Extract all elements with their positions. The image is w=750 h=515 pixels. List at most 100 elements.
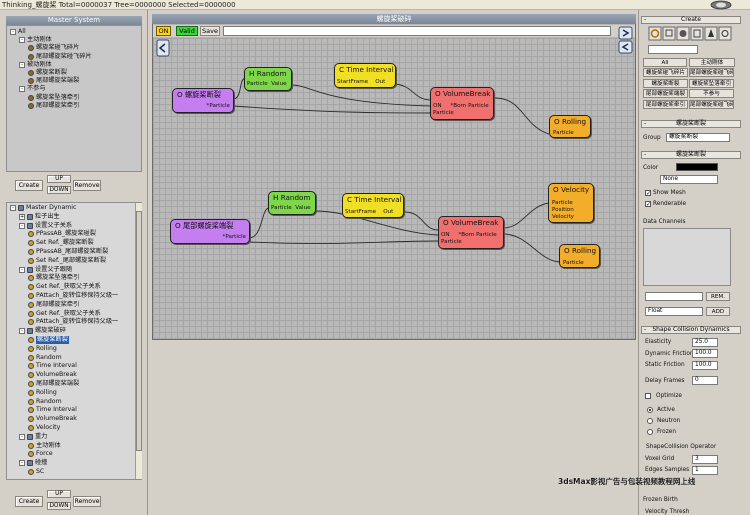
node-time-interval-2[interactable]: C Time Interval StartFrame Out — [342, 193, 404, 218]
elasticity-input[interactable]: 25.0 — [692, 338, 718, 347]
optimize-checkbox[interactable] — [645, 393, 651, 399]
renderable-checkbox[interactable]: ✓ — [645, 201, 652, 208]
static-friction-input[interactable]: 100.0 — [692, 361, 718, 370]
dynamic-remove-button[interactable]: Remove — [73, 496, 101, 507]
valid-button[interactable]: Valid — [176, 26, 198, 36]
collapse-icon[interactable]: - — [19, 433, 25, 440]
on-toggle-button[interactable]: ON — [156, 26, 171, 36]
create-rollout-header[interactable]: -Create — [641, 16, 741, 24]
channel-name-input[interactable] — [645, 292, 703, 301]
tree-item[interactable]: 螺旋桨断裂 — [28, 336, 69, 344]
shape-dynamics-header[interactable]: -Shape Collision Dynamics — [641, 326, 741, 334]
node-propeller-break[interactable]: O 螺旋桨断裂 *Particle — [172, 88, 234, 113]
collapse-icon[interactable]: - — [19, 460, 25, 467]
particle-list-button[interactable]: 不参与 — [689, 89, 734, 98]
create-type-dropdown[interactable] — [648, 45, 698, 54]
tree-item[interactable]: Force — [28, 450, 53, 458]
node-random-2[interactable]: H Random Particle Value — [268, 191, 316, 215]
node-rolling-2[interactable]: O Rolling Particle — [559, 244, 600, 268]
tree-item[interactable]: -不参与 — [19, 85, 46, 93]
node-tail-propeller-break[interactable]: O 尾部螺旋桨端裂 *Particle — [170, 219, 250, 244]
shape-dropdown[interactable]: None — [660, 175, 718, 184]
tree-item[interactable]: 尾部螺旋桨端裂 — [28, 380, 79, 388]
tree-item[interactable]: -螺旋桨破碎 — [19, 327, 66, 335]
remove-channel-button[interactable]: REM. — [706, 292, 730, 301]
tree-item[interactable]: 尾部螺旋桨牵引 — [28, 301, 79, 309]
node-rolling-1[interactable]: O Rolling Particle — [549, 115, 591, 138]
particle-list-button[interactable]: 螺旋桨坠落牵引 — [689, 78, 734, 88]
show-mesh-checkbox[interactable]: ✓ — [645, 190, 652, 197]
dynamic-down-button[interactable]: DOWN — [47, 502, 71, 510]
graph-nav-left-icon[interactable] — [156, 39, 170, 57]
tree-item[interactable]: 螺旋桨坠落牵引 — [28, 94, 79, 102]
tree-item[interactable]: 尾部螺旋桨牵引 — [28, 102, 79, 110]
group-dropdown[interactable]: 螺旋桨断裂 — [666, 133, 730, 142]
delay-frames-input[interactable]: 0 — [692, 376, 718, 385]
particle-list-button[interactable]: 尾部螺旋桨端裂 — [643, 89, 688, 98]
dynamic-up-button[interactable]: UP — [47, 490, 71, 498]
tree-item[interactable]: PAttach_旋转位移保持父级一 — [28, 292, 118, 300]
tree-item[interactable]: 尾部螺旋桨端裂 — [28, 77, 79, 85]
group-rollout-header[interactable]: -螺旋桨断裂 — [641, 120, 741, 128]
data-channels-list[interactable] — [643, 228, 731, 286]
tree-item[interactable]: -碰撞 — [19, 459, 47, 467]
tree-item[interactable]: VolumeBreak — [28, 415, 77, 423]
particle-list-button[interactable]: 螺旋桨断裂 — [643, 78, 688, 88]
save-button[interactable]: Save — [200, 26, 220, 36]
tree-item[interactable]: Random — [28, 398, 62, 406]
tree-item[interactable]: 主动刚体 — [28, 442, 61, 450]
frozen-radio[interactable] — [647, 429, 653, 435]
tree-item[interactable]: -重力 — [19, 433, 47, 441]
graph-path-field[interactable] — [223, 26, 611, 36]
tree-item[interactable]: -All — [10, 28, 26, 36]
collapse-icon[interactable]: - — [19, 86, 25, 93]
collapse-icon[interactable]: - — [19, 37, 25, 44]
particle-list-button[interactable]: 尾部螺旋桨碰飞碎片 — [689, 68, 734, 77]
tree-item[interactable]: Random — [28, 354, 62, 362]
dynamic-tree-scrollbar[interactable] — [135, 203, 142, 479]
tree-item[interactable]: Get Ref._获取父子关系 — [28, 283, 101, 291]
tree-item[interactable]: VolumeBreak — [28, 371, 77, 379]
tree-item[interactable]: Time Interval — [28, 406, 77, 414]
tab-all[interactable]: All — [643, 58, 687, 67]
collapse-icon[interactable]: - — [19, 266, 25, 273]
particle-list-button[interactable]: 尾部螺旋桨碰飞碎片 — [689, 99, 734, 109]
master-remove-button[interactable]: Remove — [73, 180, 101, 191]
active-radio[interactable] — [647, 407, 653, 413]
voxel-grid-input[interactable]: 3 — [692, 455, 718, 464]
tree-item[interactable]: Rolling — [28, 389, 57, 397]
node-velocity[interactable]: O Velocity Particle Position Velocity — [548, 183, 594, 223]
tree-item[interactable]: SC — [28, 468, 44, 476]
neutron-radio[interactable] — [647, 418, 653, 424]
tree-item[interactable]: PPassAB_螺旋桨碰裂 — [28, 230, 96, 238]
dynamic-create-button[interactable]: Create — [15, 496, 43, 507]
tree-item[interactable]: PPassAB_尾部螺旋桨断裂 — [28, 248, 108, 256]
collapse-icon[interactable]: - — [10, 29, 16, 35]
collapse-icon[interactable]: - — [10, 205, 16, 211]
tab-active-rigid[interactable]: 主动刚体 — [689, 58, 735, 67]
tree-item[interactable]: -主动刚体 — [19, 36, 52, 44]
tree-item[interactable]: Get Ref._获取父子关系 — [28, 310, 101, 318]
tree-item[interactable]: Rolling — [28, 345, 57, 353]
master-system-tree[interactable]: -All-主动刚体螺旋桨碰飞碎片尾部螺旋桨碰飞碎片-被动刚体螺旋桨断裂尾部螺旋桨… — [6, 25, 142, 172]
tree-item[interactable]: 螺旋桨断裂 — [28, 69, 67, 77]
node-random-1[interactable]: H Random Particle Value — [244, 67, 292, 91]
tree-item[interactable]: 螺旋桨坠落牵引 — [28, 274, 79, 282]
master-down-button[interactable]: DOWN — [47, 186, 71, 194]
tree-item[interactable]: Time Interval — [28, 362, 77, 370]
expand-icon[interactable]: + — [19, 213, 25, 220]
channel-type-dropdown[interactable]: Float — [645, 307, 703, 316]
master-create-button[interactable]: Create — [15, 180, 43, 191]
create-toolbar-icons[interactable] — [648, 26, 734, 42]
tree-item[interactable]: Set Ref._尾部螺旋桨断裂 — [28, 257, 106, 265]
tree-item[interactable]: Set Ref._螺旋桨断裂 — [28, 239, 94, 247]
master-up-button[interactable]: UP — [47, 175, 71, 183]
node-volumebreak-2[interactable]: O VolumeBreak ON *Born Particle Particle — [438, 216, 504, 249]
tree-item[interactable]: -被动刚体 — [19, 61, 52, 69]
dynamic-tree-scroll-thumb[interactable] — [136, 211, 142, 451]
add-channel-button[interactable]: ADD — [706, 307, 730, 316]
node-time-interval-1[interactable]: C Time Interval StartFrame Out — [334, 63, 396, 88]
collapse-icon[interactable]: - — [19, 222, 25, 229]
node-volumebreak-1[interactable]: O VolumeBreak ON *Born Particle Particle — [430, 87, 494, 120]
